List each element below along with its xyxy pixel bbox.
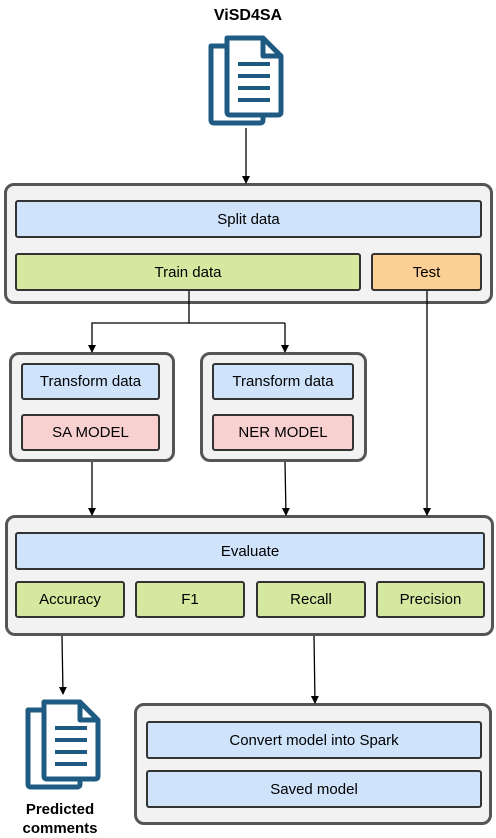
convert-model-box: Convert model into Spark <box>146 721 482 759</box>
arrow-evaluate-to-output <box>58 635 67 695</box>
sa-model-box: SA MODEL <box>21 414 160 451</box>
recall-box: Recall <box>256 581 366 618</box>
saved-model-box: Saved model <box>146 770 482 808</box>
documents-icon <box>208 35 284 126</box>
arrow-train-to-branches <box>88 290 190 353</box>
output-label-line2: comments <box>22 820 98 837</box>
ner-model-box: NER MODEL <box>212 414 354 451</box>
output-label: Predicted comments <box>5 800 115 838</box>
dataset-title: ViSD4SA <box>213 7 283 24</box>
precision-box: Precision <box>376 581 485 618</box>
f1-box: F1 <box>135 581 245 618</box>
arrow-ner-to-evaluate <box>281 461 290 516</box>
test-box: Test <box>371 253 482 291</box>
output-label-line1: Predicted <box>25 801 95 818</box>
accuracy-box: Accuracy <box>15 581 125 618</box>
evaluate-box: Evaluate <box>15 532 485 570</box>
train-data-box: Train data <box>15 253 361 291</box>
arrow-evaluate-to-export <box>310 635 319 704</box>
transform-data-ner-box: Transform data <box>212 363 354 400</box>
transform-data-sa-box: Transform data <box>21 363 160 400</box>
split-data-box: Split data <box>15 200 482 238</box>
output-documents-icon <box>25 699 101 790</box>
